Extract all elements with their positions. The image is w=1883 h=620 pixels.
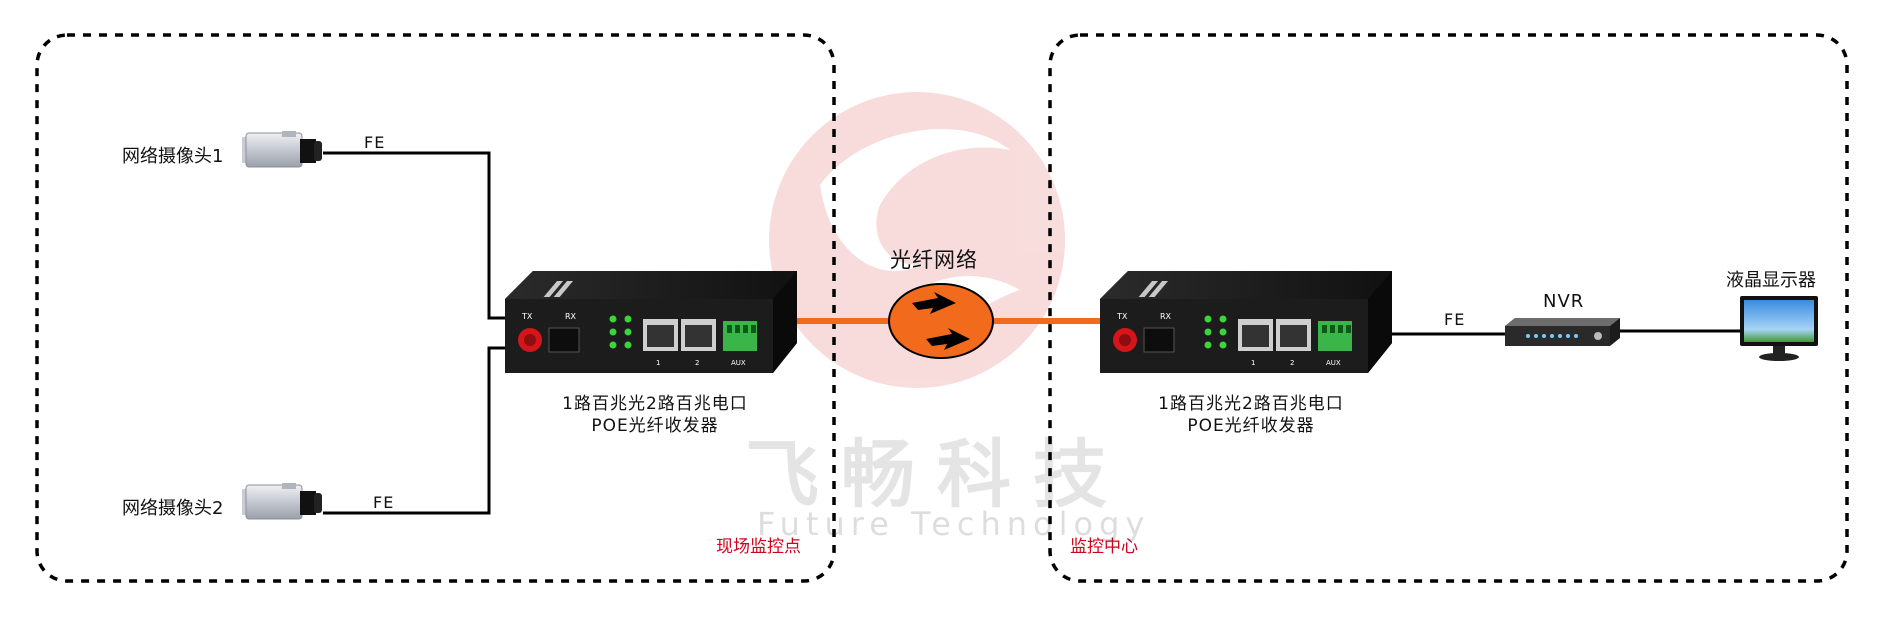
transceiver-2-label-line2: POE光纤收发器: [1187, 416, 1315, 436]
watermark-cn: 飞畅科技: [745, 432, 1129, 518]
transceiver-1-label-line1: 1路百兆光2路百兆电口: [562, 394, 748, 414]
transceiver-1-label-line2: POE光纤收发器: [591, 416, 719, 436]
center-zone-frame: [1048, 33, 1849, 583]
camera-2-link-label: FE: [373, 493, 395, 512]
transceiver-2-label-line1: 1路百兆光2路百兆电口: [1158, 394, 1344, 414]
site-zone-frame: [35, 33, 836, 583]
site-zone-label: 现场监控点: [716, 537, 801, 557]
camera-1-link-label: FE: [364, 133, 386, 152]
watermark-en: Future Technology: [757, 505, 1151, 543]
camera-2-label: 网络摄像头2: [122, 498, 224, 519]
center-zone-label: 监控中心: [1070, 537, 1138, 557]
monitor-icon: [1740, 296, 1818, 361]
monitor-label: 液晶显示器: [1726, 270, 1816, 291]
transceiver-1-device: [504, 270, 798, 374]
camera-2-icon: [241, 482, 323, 520]
nvr-icon: [1505, 318, 1620, 346]
fiber-network-icon: [888, 283, 994, 359]
nvr-label: NVR: [1543, 291, 1585, 312]
transceiver-2-device: [1099, 270, 1393, 374]
fiber-network-label: 光纤网络: [890, 248, 978, 272]
camera-1-icon: [241, 130, 323, 168]
camera-1-label: 网络摄像头1: [122, 146, 224, 167]
camera-1-link: [323, 151, 508, 320]
nvr-link-label: FE: [1444, 310, 1466, 329]
camera-2-link: [323, 346, 508, 515]
